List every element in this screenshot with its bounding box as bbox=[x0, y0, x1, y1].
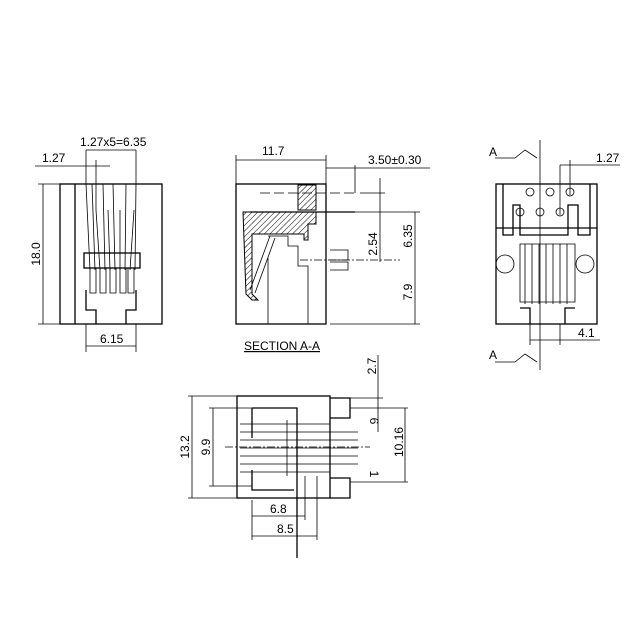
section-view bbox=[235, 155, 430, 325]
dim-rear-pitch: 1.27 bbox=[596, 151, 620, 165]
section-mark-bottom: A bbox=[489, 348, 497, 362]
dim-height: 18.0 bbox=[29, 242, 43, 266]
bottom-view bbox=[188, 355, 408, 558]
dim-outer-width: 8.5 bbox=[277, 522, 294, 536]
dim-pin-height: 6.35 bbox=[401, 224, 415, 248]
dim-center-height: 7.9 bbox=[401, 283, 415, 300]
dim-inner-width: 6.8 bbox=[270, 502, 287, 516]
dim-depth: 11.7 bbox=[262, 144, 285, 158]
dim-row-spacing: 2.54 bbox=[366, 232, 380, 256]
dim-peg-offset: 2.7 bbox=[365, 357, 379, 374]
section-caption: SECTION A-A bbox=[244, 339, 320, 353]
dim-pin-span: 10.16 bbox=[392, 427, 406, 457]
dim-inner-height: 9.9 bbox=[199, 438, 213, 455]
section-mark-top: A bbox=[489, 145, 497, 159]
dim-pin-length: 3.50±0.30 bbox=[368, 153, 422, 167]
dim-pitch-total: 1.27x5=6.35 bbox=[80, 135, 147, 149]
pin-first-label: 1 bbox=[367, 471, 381, 478]
rear-view bbox=[495, 140, 620, 370]
dim-width-bottom: 6.15 bbox=[100, 332, 124, 346]
dim-offset: 4.1 bbox=[578, 326, 595, 340]
pin-last-label: 6 bbox=[367, 418, 381, 425]
dim-pitch: 1.27 bbox=[42, 151, 66, 165]
front-view bbox=[35, 149, 163, 352]
dim-overall-height: 13.2 bbox=[178, 435, 192, 459]
